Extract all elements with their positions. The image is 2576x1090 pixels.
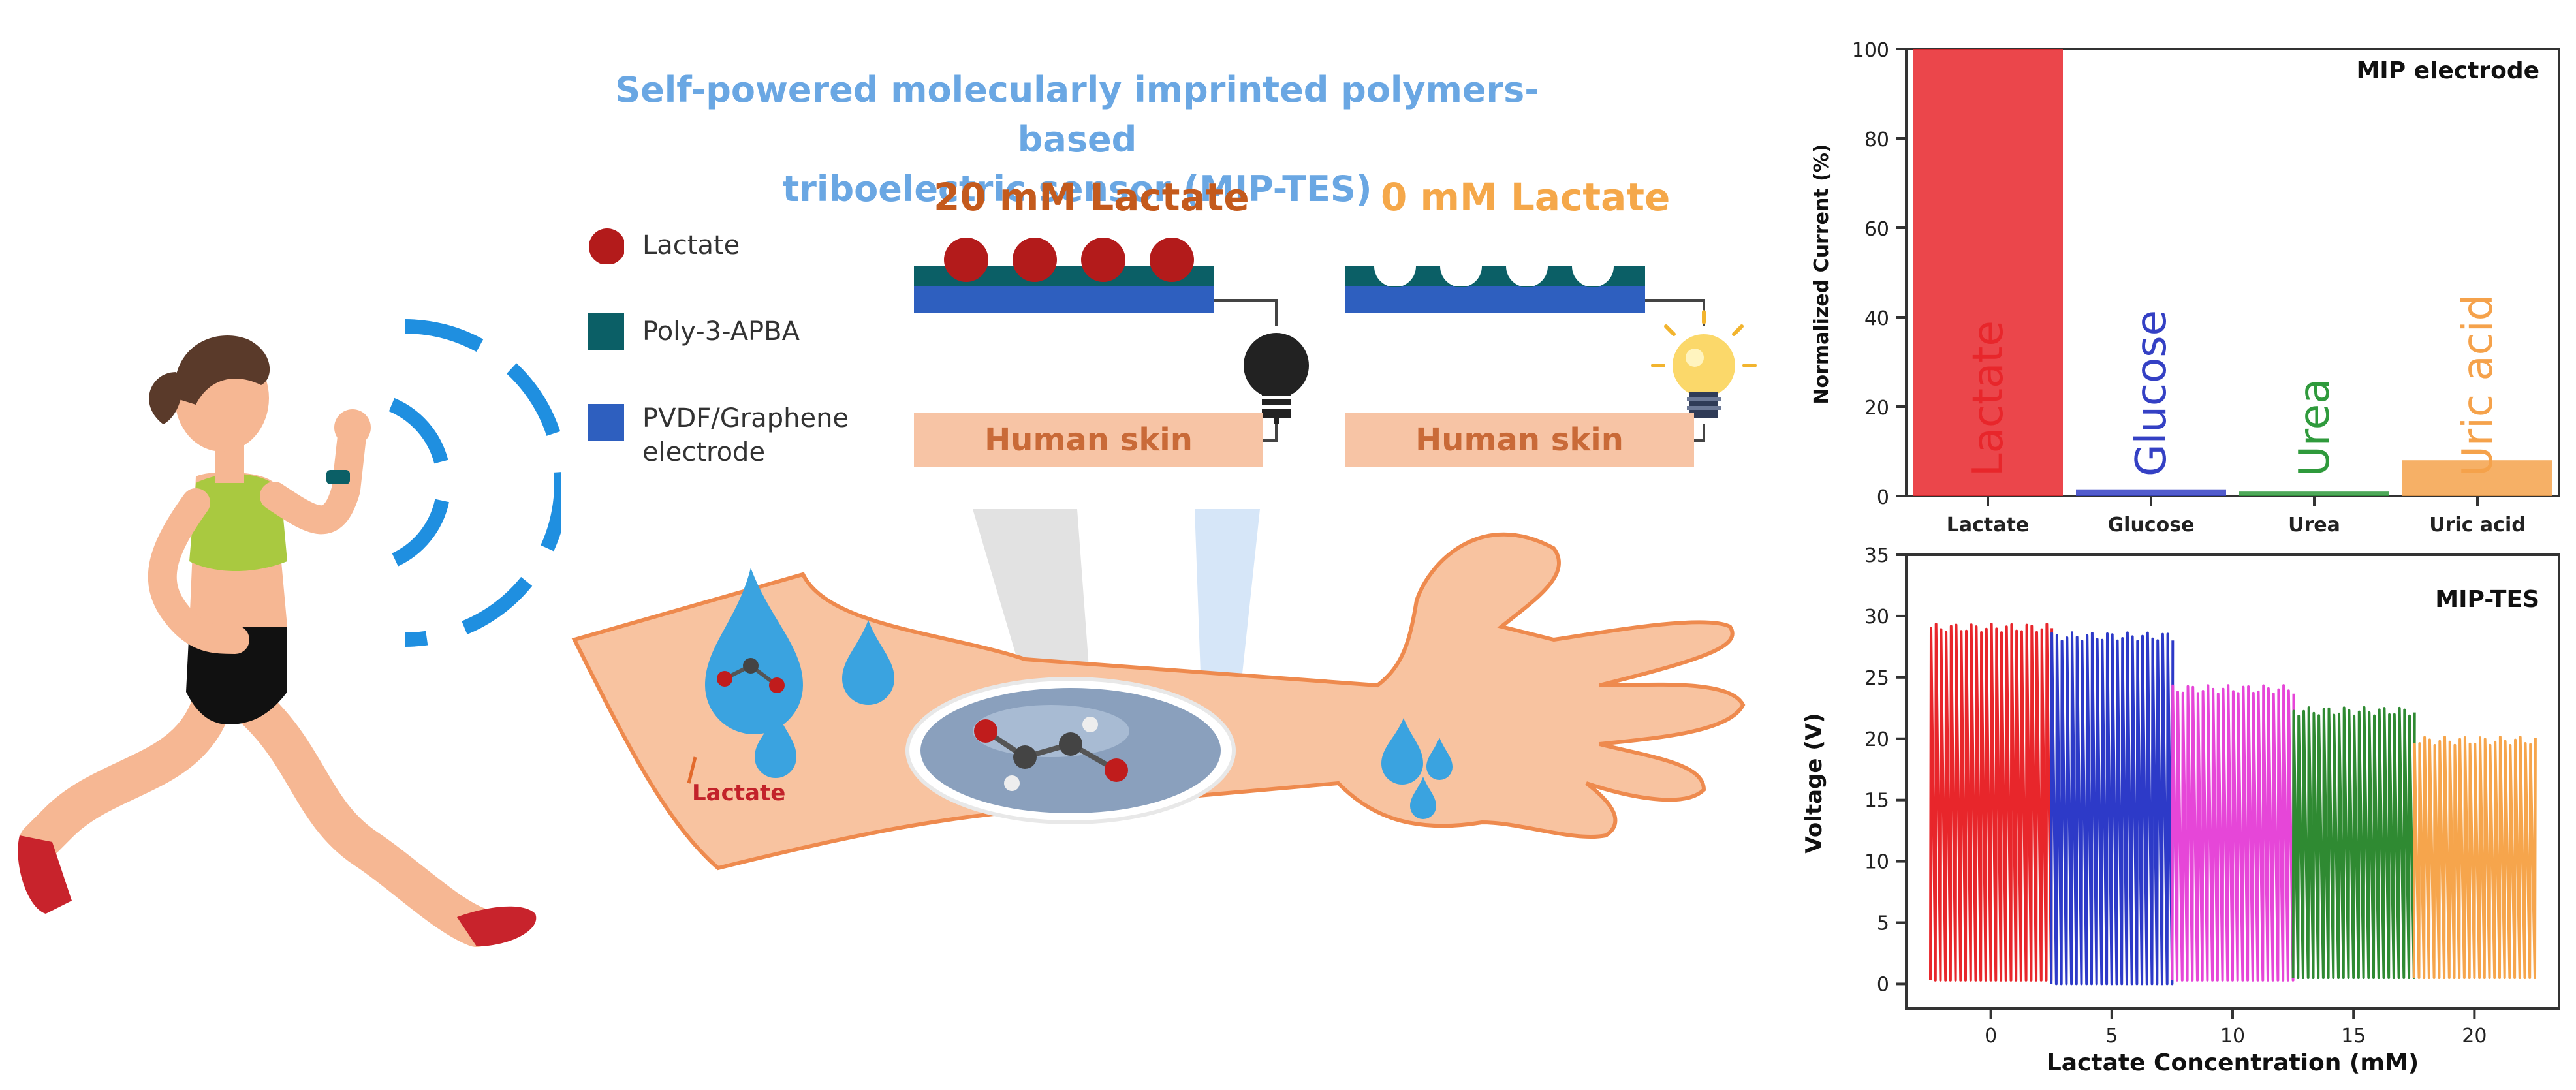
lactate-sphere-icon [589,228,624,264]
line-y-tick-label: 35 [1864,544,1889,567]
line-x-tick-label: 5 [2105,1025,2118,1048]
bar-inner-label: Urea [2291,379,2339,476]
bar-inner-label: Lactate [1964,320,2013,476]
bar-y-tick-label: 80 [1864,129,1889,151]
skin-box-right [1345,413,1694,467]
legend-label-pvdf-2: electrode [642,437,766,467]
bar-x-tick-label: Lactate [1947,514,2029,537]
state-title-0mm: 0 mM Lactate [1381,175,1671,219]
voltage-series-15-mm [2291,706,2416,979]
electrode-schematics [914,238,1757,467]
title-line-2: triboelectric sensor (MIP-TES) [782,168,1372,210]
shoe-front [457,906,537,946]
bar-x-tick-label: Uric acid [2429,514,2525,537]
skin-box-left [914,413,1263,467]
voltage-series-5-mm [2050,631,2175,986]
line-chart-mip-tes: MIP-TES Voltage (V) Lactate Concentratio… [1801,544,2560,1076]
skin-label-right: Human skin [1415,422,1624,458]
bar-y-tick-label: 20 [1864,397,1889,420]
legend-pvdf: PVDF/Graphene electrode [588,401,849,469]
line-y-tick-label: 25 [1864,667,1889,690]
title-line-1: Self-powered molecularly imprinted polym… [615,69,1539,160]
light-bulb-off-icon [1244,333,1309,424]
state-title-20mm: 20 mM Lactate [934,175,1249,219]
line-x-tick-label: 0 [1985,1025,1997,1048]
pvdf-swatch [588,404,624,441]
legend-label-lactate: Lactate [642,230,740,260]
light-bulb-on-icon [1651,310,1757,418]
figure-title: Self-powered molecularly imprinted polym… [588,65,1567,214]
arm-illustration [571,509,1746,871]
bar-uric-acid [2402,460,2552,496]
runner-illustration [18,335,537,947]
legend-poly-apba: Poly-3-APBA [588,313,800,350]
bar-y-tick-label: 40 [1864,307,1889,330]
bar-urea [2239,491,2389,496]
line-x-tick-label: 15 [2341,1025,2366,1048]
line-chart-title: MIP-TES [2435,586,2539,613]
voltage-series-20-mm [2412,736,2537,979]
ponytail [149,372,183,424]
line-y-tick-label: 5 [1877,912,1889,935]
bar-x-tick-label: Glucose [2108,514,2195,537]
legend-label-poly-apba: Poly-3-APBA [642,317,800,347]
line-chart-xlabel: Lactate Concentration (mM) [2047,1050,2419,1076]
poly-apba-swatch [588,313,624,350]
line-y-tick-label: 0 [1877,973,1889,996]
bar-inner-label: Uric acid [2454,294,2502,476]
voltage-series-10-mm [2171,684,2295,982]
line-y-tick-label: 30 [1864,606,1889,629]
bar-chart-ylabel: Normalized Current (%) [1810,144,1833,404]
electrode-20mm [914,238,1278,326]
shoe-back [18,835,72,914]
skin-label-left: Human skin [984,422,1193,458]
bar-chart-mip-electrode: MIP electrode Normalized Current (%) 0 20… [1810,39,2560,537]
line-y-tick-label: 10 [1864,851,1889,874]
line-x-tick-label: 20 [2462,1025,2487,1048]
voltage-series-0-mm [1929,623,2054,982]
bar-y-tick-label: 0 [1877,486,1889,509]
legend-label-pvdf: PVDF/Graphene [642,403,849,433]
molecule-icon [974,717,1128,791]
arm-lactate-label: Lactate [692,780,786,806]
line-chart-ylabel: Voltage (V) [1801,713,1827,853]
line-y-tick-label: 20 [1864,728,1889,751]
wireless-signal-icon [388,319,561,647]
line-x-tick-label: 10 [2220,1025,2245,1048]
bar-x-tick-label: Urea [2288,514,2340,537]
bar-glucose [2076,489,2226,496]
bar-chart-title: MIP electrode [2356,57,2539,84]
line-y-tick-label: 15 [1864,790,1889,813]
legend-lactate: Lactate [588,227,740,264]
bar-inner-label: Glucose [2128,310,2176,476]
bar-lactate [1913,49,2063,496]
wrist-sensor [326,470,350,484]
bar-y-tick-label: 60 [1864,218,1889,241]
bar-y-tick-label: 100 [1852,39,1889,62]
electrode-0mm [1345,266,1705,326]
